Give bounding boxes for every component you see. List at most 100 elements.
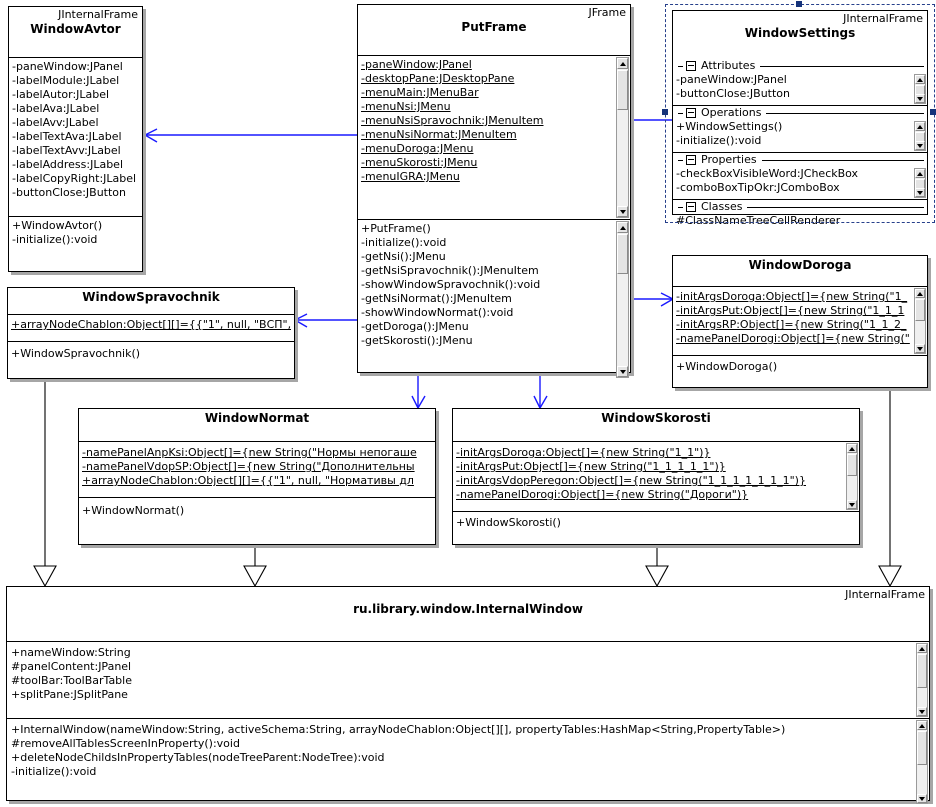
attribute-row: -labelAddress:JLabel <box>12 158 124 171</box>
attributes-scrollbar[interactable] <box>916 643 928 717</box>
collapse-toggle-icon[interactable] <box>686 108 696 118</box>
scroll-up-arrow-icon[interactable] <box>617 58 628 69</box>
operations-compartment[interactable]: +InternalWindow(nameWindow:String, activ… <box>7 719 929 805</box>
attribute-row: -paneWindow:JPanel <box>12 60 123 73</box>
class-box-internal-window[interactable]: JInternalFrame ru.library.window.Interna… <box>6 586 930 804</box>
scroll-up-arrow-icon[interactable] <box>847 444 857 453</box>
group-label: Attributes <box>701 59 756 72</box>
scroll-up-arrow-icon[interactable] <box>915 122 925 131</box>
properties-compartment[interactable]: -checkBoxVisibleWord:JCheckBox -comboBox… <box>673 167 927 200</box>
scrollbar-thumb[interactable] <box>917 654 927 688</box>
group-separator-attributes[interactable]: Attributes <box>673 59 927 73</box>
attributes-compartment[interactable]: -paneWindow:JPanel -desktopPane:JDesktop… <box>358 56 630 220</box>
operation-list: +WindowAvtor() -initialize():void <box>9 217 142 250</box>
attributes-scrollbar[interactable] <box>616 57 629 218</box>
scroll-up-arrow-icon[interactable] <box>915 169 925 178</box>
attributes-compartment[interactable]: -namePanelAnpKsi:Object[]={new String("Н… <box>79 442 435 498</box>
attributes-scrollbar[interactable] <box>914 74 926 104</box>
separator-line <box>766 112 924 114</box>
operations-compartment[interactable]: +WindowNormat() <box>79 498 435 550</box>
operations-compartment[interactable]: +PutFrame() -initialize():void -getNsi()… <box>358 220 630 379</box>
class-box-window-spravochnik[interactable]: WindowSpravochnik +arrayNodeChablon:Obje… <box>7 287 295 379</box>
operations-compartment[interactable]: +WindowDoroga() <box>673 356 927 393</box>
scroll-up-arrow-icon[interactable] <box>617 222 628 233</box>
scroll-down-arrow-icon[interactable] <box>915 344 925 353</box>
attribute-list: -namePanelAnpKsi:Object[]={new String("Н… <box>79 442 435 488</box>
attributes-compartment[interactable]: -initArgsDoroga:Object[]={new String("1_… <box>673 287 927 356</box>
group-separator-properties[interactable]: Properties <box>673 153 927 167</box>
operations-scrollbar[interactable] <box>914 121 926 151</box>
scroll-down-arrow-icon[interactable] <box>617 206 628 217</box>
operation-row: +WindowSkorosti() <box>456 516 561 529</box>
operations-compartment[interactable]: +WindowSkorosti() <box>453 512 859 550</box>
class-name: ru.library.window.InternalWindow <box>353 602 583 616</box>
operation-row: -getSkorosti():JMenu <box>361 334 473 347</box>
scroll-down-arrow-icon[interactable] <box>915 94 925 103</box>
class-box-put-frame[interactable]: JFrame PutFrame -paneWindow:JPanel -desk… <box>357 4 631 378</box>
attributes-scrollbar[interactable] <box>914 288 926 354</box>
operations-scrollbar[interactable] <box>916 720 928 804</box>
operations-compartment[interactable]: +WindowSpravochnik() <box>8 342 294 384</box>
class-box-window-skorosti[interactable]: WindowSkorosti -initArgsDoroga:Object[]=… <box>452 408 860 545</box>
operation-row: #removeAllTablesScreenInProperty():void <box>11 737 240 750</box>
operations-compartment[interactable]: +WindowSettings() -initialize():void <box>673 120 927 153</box>
attributes-compartment[interactable]: -paneWindow:JPanel -labelModule:JLabel -… <box>9 58 142 217</box>
operation-row: -initialize():void <box>12 233 98 246</box>
scroll-down-arrow-icon[interactable] <box>915 141 925 150</box>
group-separator-operations[interactable]: Operations <box>673 106 927 120</box>
attribute-row: -menuNsi:JMenu <box>361 100 451 113</box>
scroll-up-arrow-icon[interactable] <box>917 644 927 653</box>
class-name: WindowNormat <box>204 411 310 425</box>
class-name: WindowSettings <box>744 26 856 40</box>
scroll-up-arrow-icon[interactable] <box>915 75 925 84</box>
scrollbar-thumb[interactable] <box>917 731 927 765</box>
attribute-row: -menuIGRA:JMenu <box>361 170 460 183</box>
attribute-row: +arrayNodeChablon:Object[][]={{"1", null… <box>11 318 291 331</box>
class-box-window-avtor[interactable]: JInternalFrame WindowAvtor -paneWindow:J… <box>8 6 143 272</box>
attribute-list: -paneWindow:JPanel -desktopPane:JDesktop… <box>358 56 630 187</box>
scroll-down-arrow-icon[interactable] <box>917 707 927 716</box>
generalization-windowskorosti-internalwindow <box>645 548 669 588</box>
class-header: JInternalFrame WindowAvtor <box>9 7 142 58</box>
scrollbar-thumb[interactable] <box>617 234 628 274</box>
attributes-compartment[interactable]: -initArgsDoroga:Object[]={new String("1_… <box>453 442 859 512</box>
scroll-down-arrow-icon[interactable] <box>617 366 628 377</box>
class-header: JInternalFrame ru.library.window.Interna… <box>7 587 929 642</box>
scrollbar-thumb[interactable] <box>847 454 857 476</box>
scroll-down-arrow-icon[interactable] <box>917 794 927 803</box>
attributes-compartment[interactable]: +arrayNodeChablon:Object[][]={{"1", null… <box>8 315 294 342</box>
scroll-up-arrow-icon[interactable] <box>915 289 925 298</box>
scroll-up-arrow-icon[interactable] <box>917 721 927 730</box>
attribute-list: -initArgsDoroga:Object[]={new String("1_… <box>453 442 859 502</box>
group-label: Classes <box>701 200 743 213</box>
attributes-scrollbar[interactable] <box>846 443 858 510</box>
operations-compartment[interactable]: +WindowAvtor() -initialize():void <box>9 217 142 277</box>
scrollbar-thumb[interactable] <box>617 70 628 110</box>
operations-scrollbar[interactable] <box>616 221 629 378</box>
operation-list: +PutFrame() -initialize():void -getNsi()… <box>358 220 630 351</box>
attributes-compartment[interactable]: -paneWindow:JPanel -buttonClose:JButton <box>673 73 927 106</box>
selection-handle-left[interactable] <box>662 109 668 115</box>
attributes-compartment[interactable]: +nameWindow:String #panelContent:JPanel … <box>7 642 929 719</box>
attribute-row: -namePanelVdopSP:Object[]={new String("Д… <box>82 460 415 473</box>
scrollbar-thumb[interactable] <box>915 299 925 321</box>
attribute-list: -paneWindow:JPanel -labelModule:JLabel -… <box>9 58 142 203</box>
collapse-toggle-icon[interactable] <box>686 61 696 71</box>
attribute-row: -labelCopyRight:JLabel <box>12 172 137 185</box>
scroll-down-arrow-icon[interactable] <box>847 500 857 509</box>
classes-compartment[interactable]: #ClassNameTreeCellRenderer <box>673 214 927 228</box>
selection-handle-right[interactable] <box>930 109 936 115</box>
collapse-toggle-icon[interactable] <box>686 155 696 165</box>
selection-handle-top[interactable] <box>796 1 802 7</box>
attribute-row: +nameWindow:String <box>11 646 131 659</box>
group-separator-classes[interactable]: Classes <box>673 200 927 214</box>
scroll-down-arrow-icon[interactable] <box>915 188 925 197</box>
class-box-window-doroga[interactable]: WindowDoroga -initArgsDoroga:Object[]={n… <box>672 255 928 388</box>
class-box-window-settings[interactable]: JInternalFrame WindowSettings Attributes… <box>672 10 928 227</box>
group-label: Properties <box>701 153 757 166</box>
properties-scrollbar[interactable] <box>914 168 926 198</box>
attribute-row: -namePanelAnpKsi:Object[]={new String("Н… <box>82 446 417 459</box>
class-box-window-normat[interactable]: WindowNormat -namePanelAnpKsi:Object[]={… <box>78 408 436 545</box>
collapse-toggle-icon[interactable] <box>686 202 696 212</box>
